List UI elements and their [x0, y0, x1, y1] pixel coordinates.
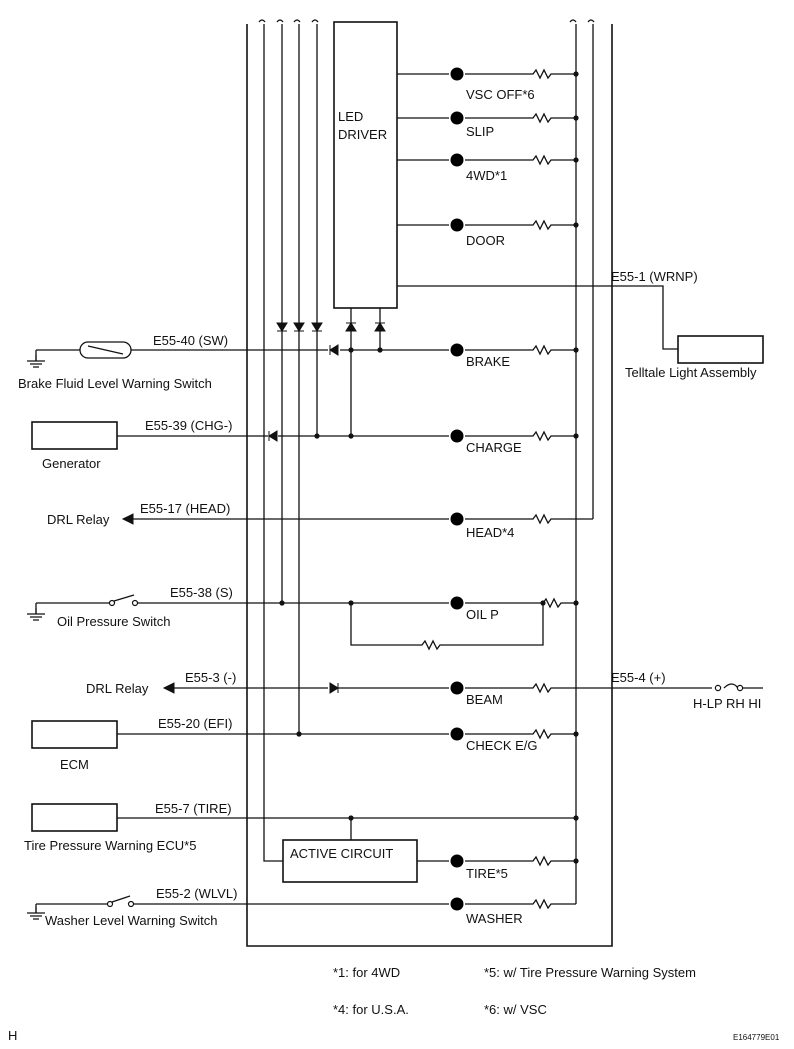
lamp-label-beam: BEAM [466, 692, 503, 707]
oil-switch-label: Oil Pressure Switch [57, 614, 170, 629]
note-4: *4: for U.S.A. [333, 1002, 409, 1017]
lamp-label-4wd: 4WD*1 [466, 168, 507, 183]
active-circuit-label: ACTIVE CIRCUIT [290, 846, 393, 861]
terminal-chg: E55-39 (CHG-) [145, 418, 232, 433]
terminal-sw: E55-40 (SW) [153, 333, 228, 348]
terminal-tire: E55-7 (TIRE) [155, 801, 232, 816]
figure-code: E164779E01 [733, 1033, 780, 1042]
note-6: *6: w/ VSC [484, 1002, 547, 1017]
tire-row: ACTIVE CIRCUIT E55-7 (TIRE) Tire Pressur… [24, 801, 579, 883]
tire-ecu-box [31, 803, 118, 832]
oil-row: E55-38 (S) Oil Pressure Switch OIL P [26, 585, 579, 651]
terminal-efi: E55-20 (EFI) [158, 716, 232, 731]
internal-bus-1 [263, 24, 283, 862]
diode [311, 322, 323, 332]
hlp-label: H-LP RH HI [693, 696, 761, 711]
drl-relay-1-label: DRL Relay [47, 512, 110, 527]
lamp-label-tire: TIRE*5 [466, 866, 508, 881]
charge-row: E55-39 (CHG-) Generator CHARGE [31, 418, 579, 471]
wrnp-wire [397, 285, 678, 350]
lamp-label-check-eg: CHECK E/G [466, 738, 538, 753]
4wd-row: 4WD*1 [397, 153, 579, 183]
washer-switch-label: Washer Level Warning Switch [45, 913, 217, 928]
telltale-light-assembly [677, 335, 764, 364]
lamp-label-door: DOOR [466, 233, 505, 248]
led-driver-box [333, 21, 398, 309]
lamp-label-vsc-off: VSC OFF*6 [466, 87, 535, 102]
door-row: DOOR [397, 218, 579, 248]
brake-row: E55-40 (SW) Brake Fluid Level Warning Sw… [18, 333, 579, 391]
generator-box [31, 421, 118, 450]
terminal-s: E55-38 (S) [170, 585, 233, 600]
lamp-label-slip: SLIP [466, 124, 494, 139]
note-5: *5: w/ Tire Pressure Warning System [484, 965, 696, 980]
combination-meter-outline [246, 24, 613, 947]
lamp-label-head: HEAD*4 [466, 525, 514, 540]
ecm-box [31, 720, 118, 749]
note-1: *1: for 4WD [333, 965, 400, 980]
generator-label: Generator [42, 456, 101, 471]
led-driver-label-line2: DRIVER [338, 127, 387, 142]
terminal-wlvl: E55-2 (WLVL) [156, 886, 237, 901]
diode [374, 322, 386, 332]
ecm-label: ECM [60, 757, 89, 772]
break-marks [258, 19, 595, 23]
head-row: E55-17 (HEAD) DRL Relay HEAD*4 [47, 501, 593, 540]
brake-switch-label: Brake Fluid Level Warning Switch [18, 376, 212, 391]
corner-mark-left: H [8, 1028, 17, 1043]
terminal-plus: E55-4 (+) [611, 670, 666, 685]
check-eg-row: E55-20 (EFI) ECM CHECK E/G [31, 716, 579, 772]
vsc-off-row: VSC OFF*6 [397, 67, 579, 102]
diode [293, 322, 305, 332]
led-driver-label-line1: LED [338, 109, 363, 124]
lamp-label-charge: CHARGE [466, 440, 522, 455]
lamp-label-oil: OIL P [466, 607, 499, 622]
telltale-label: Telltale Light Assembly [625, 365, 757, 380]
terminal-head: E55-17 (HEAD) [140, 501, 230, 516]
slip-row: SLIP [397, 111, 579, 139]
beam-row: E55-3 (-) DRL Relay E55-4 (+) H-LP RH HI… [86, 670, 763, 711]
terminal-minus: E55-3 (-) [185, 670, 236, 685]
lamp-label-washer: WASHER [466, 911, 523, 926]
tire-ecu-label: Tire Pressure Warning ECU*5 [24, 838, 196, 853]
washer-row: E55-2 (WLVL) Washer Level Warning Switch… [26, 886, 576, 928]
drl-relay-2-label: DRL Relay [86, 681, 149, 696]
lamp-label-brake: BRAKE [466, 354, 510, 369]
terminal-wrnp: E55-1 (WRNP) [611, 269, 698, 284]
diode [345, 322, 357, 332]
diode [276, 322, 288, 332]
